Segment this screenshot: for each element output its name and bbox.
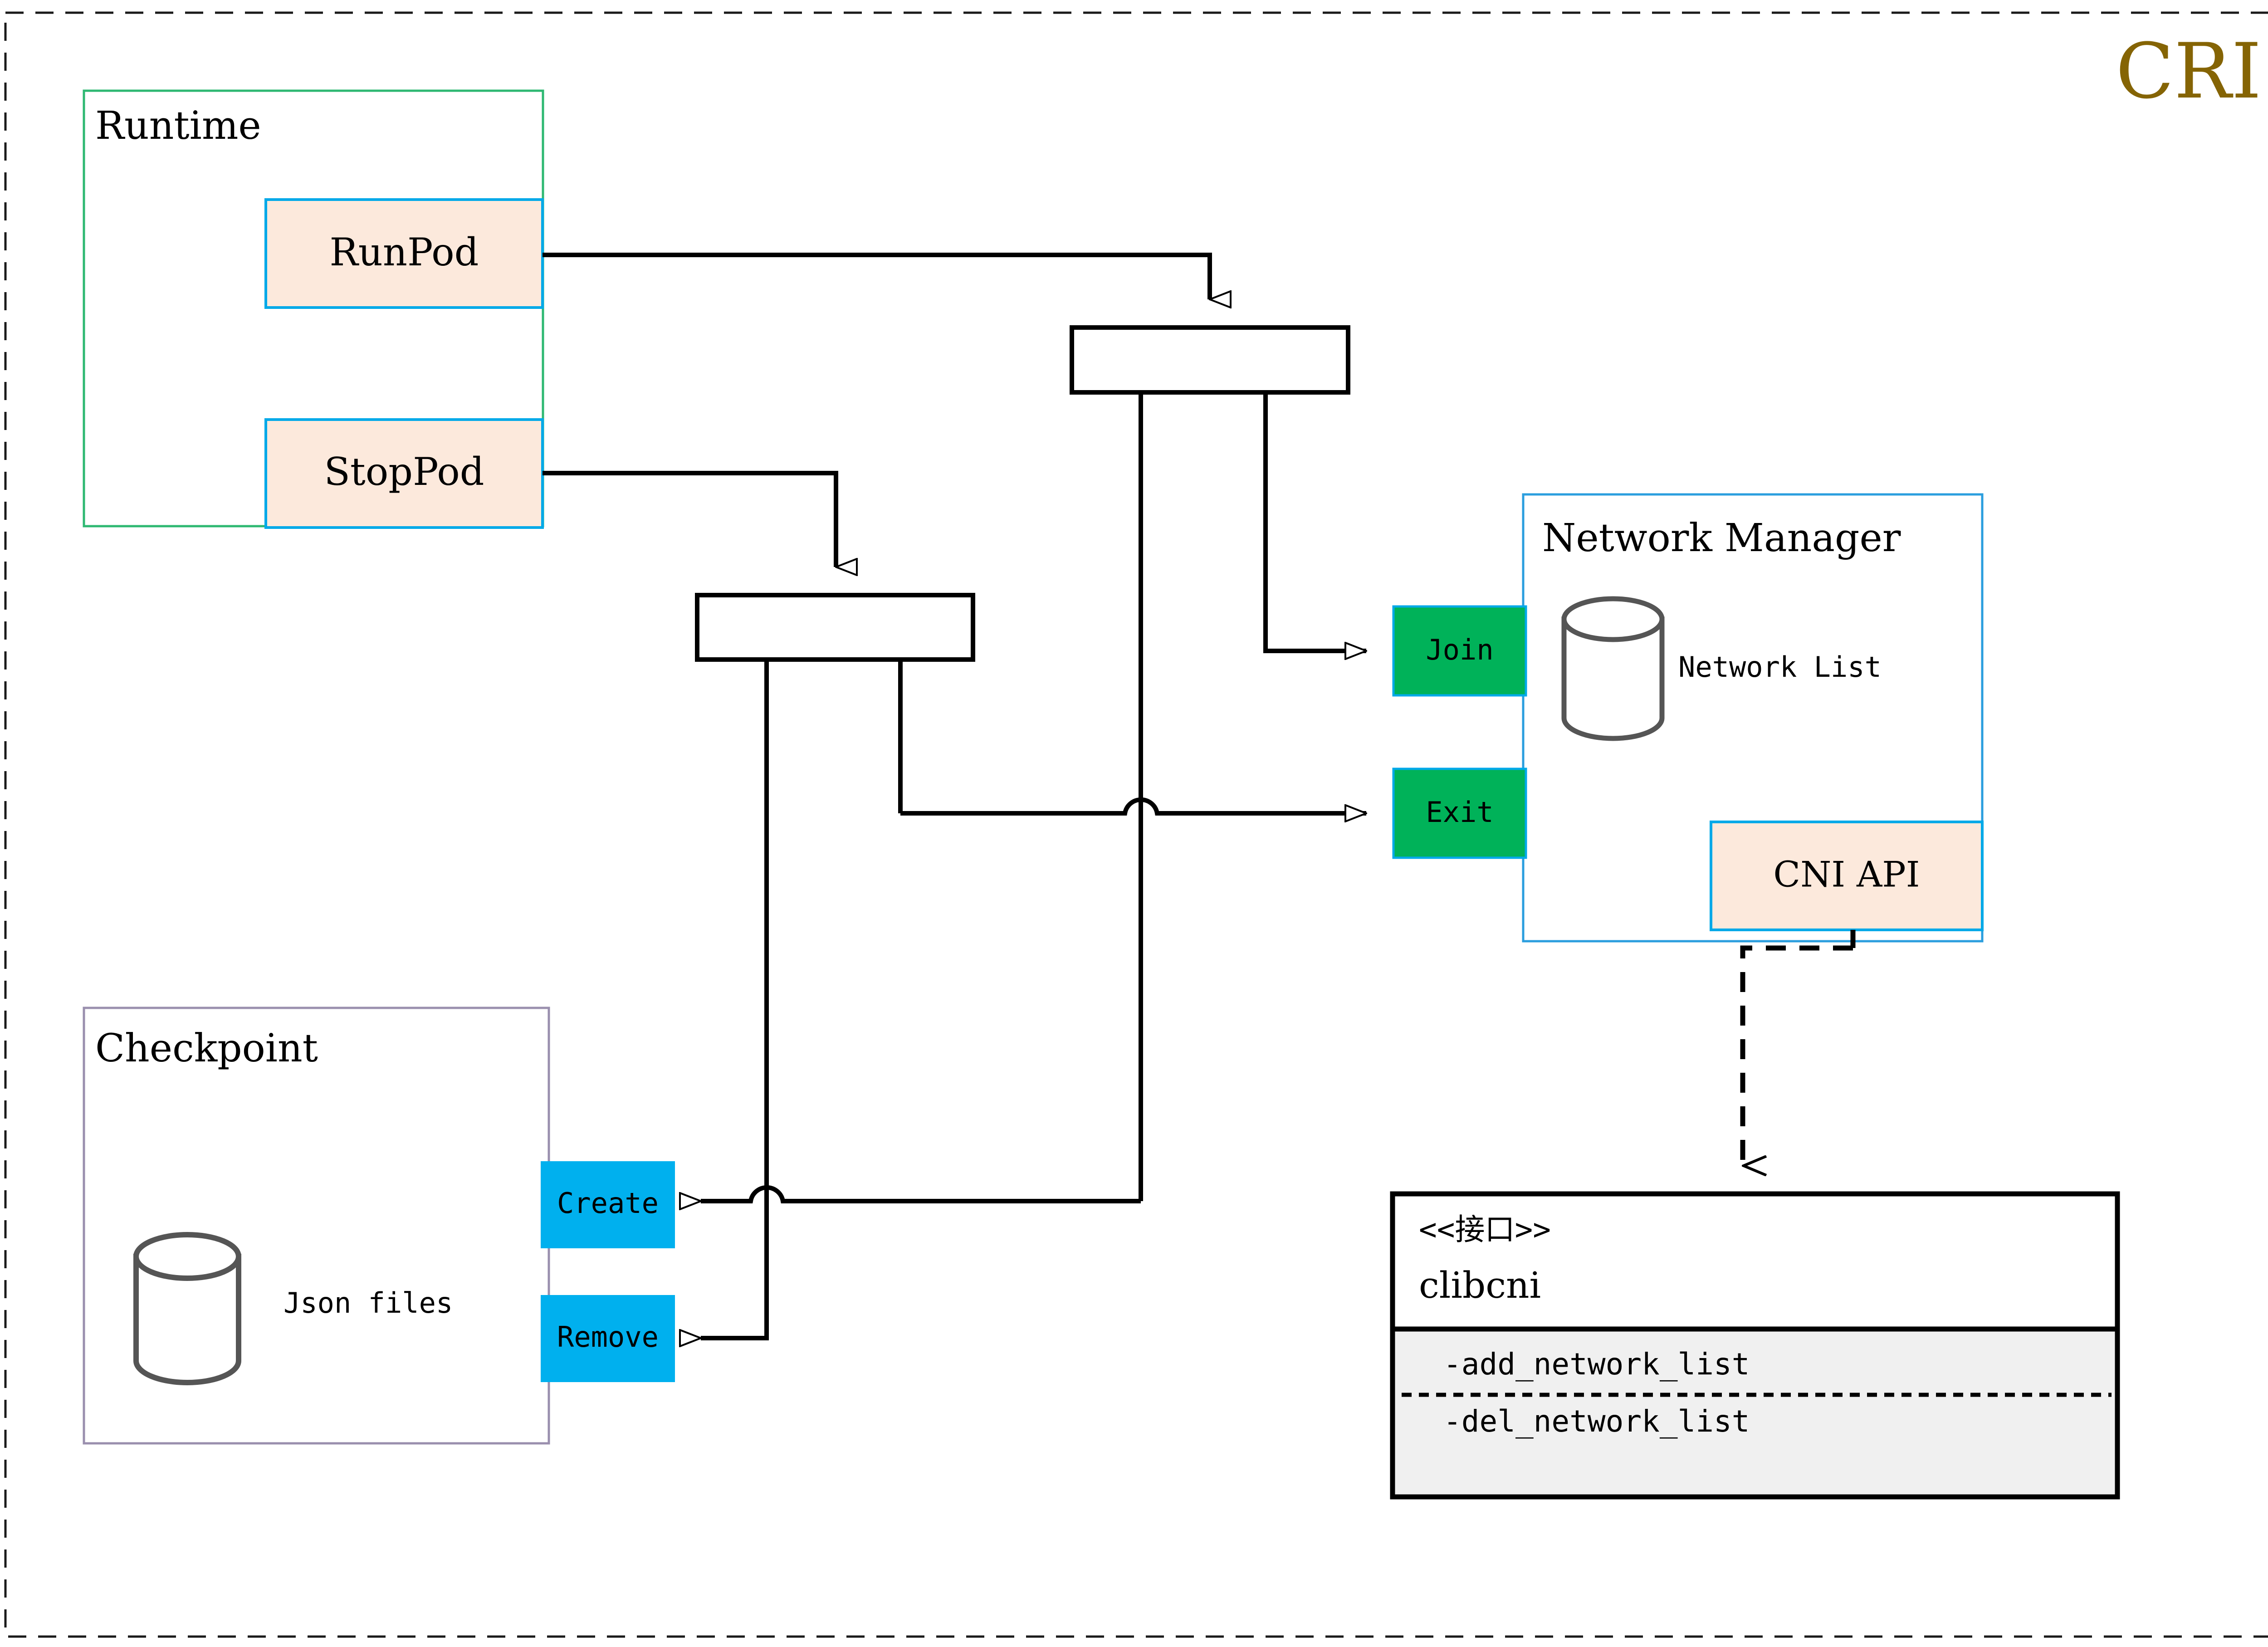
create-box[interactable] bbox=[541, 1161, 675, 1248]
connector-junction-to-join bbox=[1263, 392, 1366, 651]
join-label: Join bbox=[1426, 633, 1493, 666]
page-title: CRI bbox=[2116, 27, 2261, 116]
runpod-box[interactable] bbox=[264, 198, 544, 309]
runpod-label: RunPod bbox=[330, 230, 479, 274]
cni-api-label: CNI API bbox=[1773, 855, 1920, 895]
create-label: Create bbox=[557, 1187, 659, 1220]
stoppod-box[interactable] bbox=[264, 418, 544, 529]
upper-junction-node bbox=[1070, 325, 1350, 395]
connector-cniapi-to-clibcni bbox=[1740, 945, 1853, 1166]
clibcni-stereotype: <<接口>> bbox=[1419, 1212, 1551, 1247]
network-manager-label: Network Manager bbox=[1542, 516, 1901, 561]
stoppod-label: StopPod bbox=[324, 450, 484, 494]
exit-label: Exit bbox=[1426, 796, 1493, 829]
connector-junction-to-exit bbox=[900, 797, 1366, 813]
remove-box[interactable] bbox=[541, 1295, 675, 1382]
json-files-label: Json files bbox=[284, 1286, 453, 1320]
connector-junction-to-remove bbox=[701, 660, 769, 1338]
connector-junction-to-create bbox=[701, 1185, 1141, 1201]
network-list-cylinder-icon bbox=[1561, 596, 1665, 741]
remove-label: Remove bbox=[557, 1320, 659, 1354]
runtime-group-label: Runtime bbox=[95, 103, 261, 148]
clibcni-method-add: -add_network_list bbox=[1443, 1347, 1750, 1382]
clibcni-name: clibcni bbox=[1419, 1264, 1541, 1306]
clibcni-methods-compartment bbox=[1395, 1329, 2115, 1494]
json-files-cylinder-icon bbox=[133, 1232, 241, 1385]
checkpoint-group-label: Checkpoint bbox=[95, 1026, 318, 1071]
lower-junction-node bbox=[695, 593, 975, 662]
connector-stoppod-to-junction bbox=[543, 471, 836, 567]
connector-runpod-to-junction bbox=[543, 253, 1210, 299]
join-box[interactable] bbox=[1392, 605, 1527, 697]
network-list-label: Network List bbox=[1678, 650, 1882, 684]
clibcni-method-del: -del_network_list bbox=[1443, 1404, 1750, 1439]
exit-box[interactable] bbox=[1392, 767, 1527, 859]
cni-api-box[interactable] bbox=[1710, 821, 1984, 931]
